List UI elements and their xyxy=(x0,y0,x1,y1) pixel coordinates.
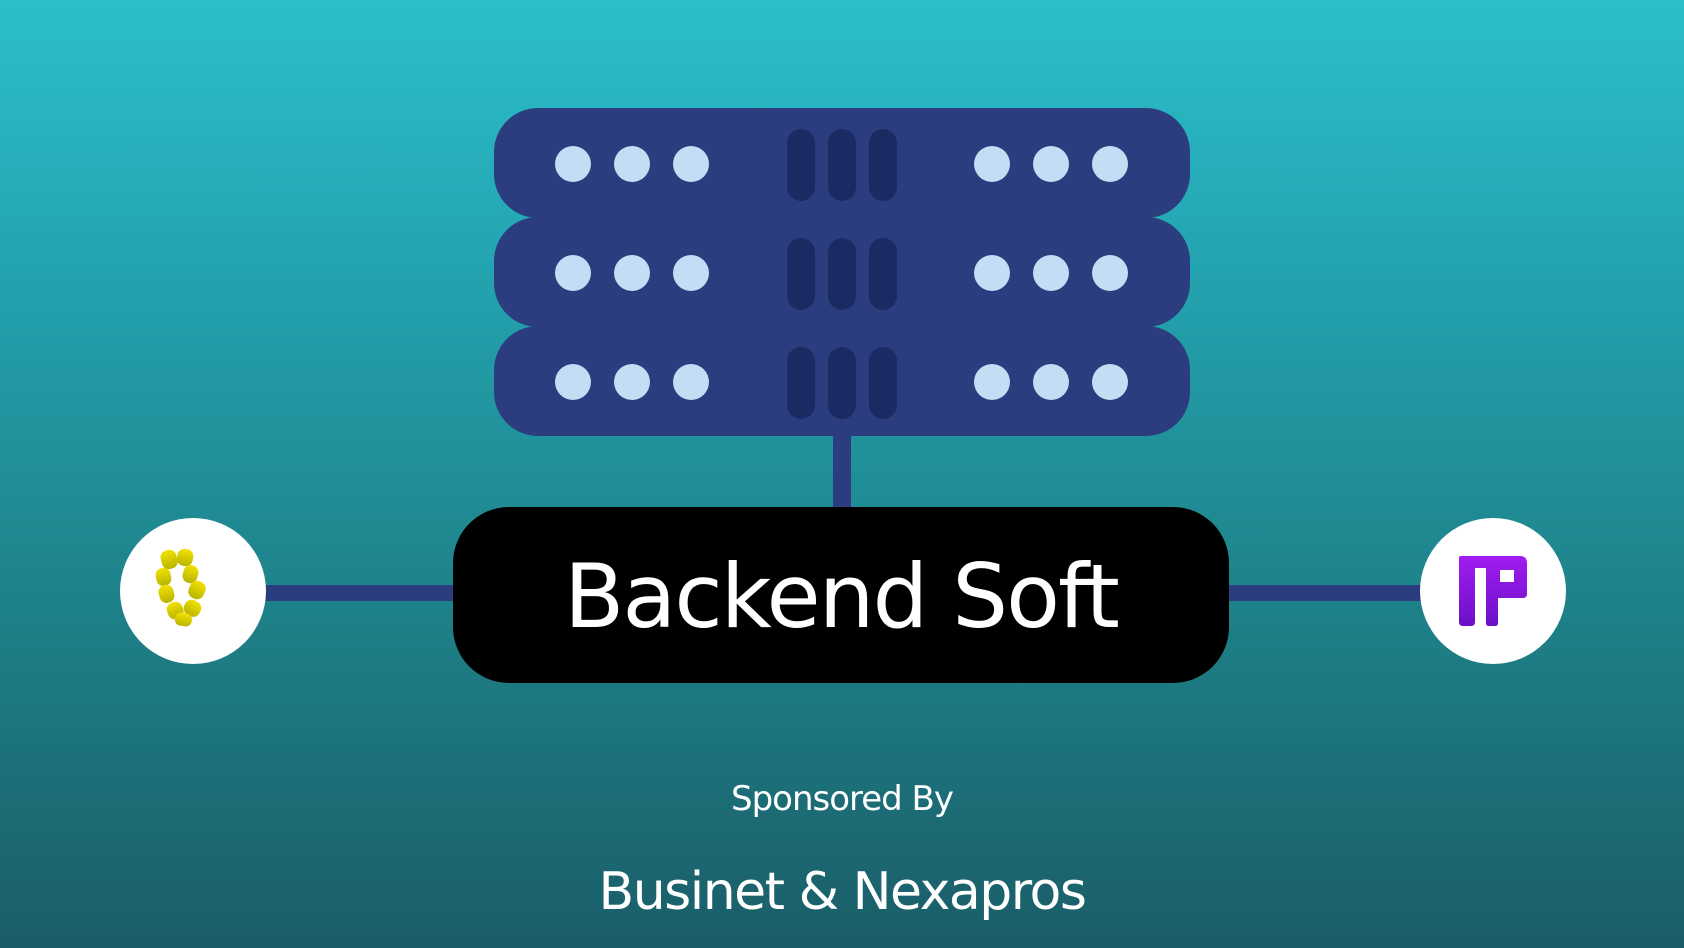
sponsor-label: Sponsored By xyxy=(730,779,954,819)
server-led xyxy=(974,364,1010,400)
server-led xyxy=(555,255,591,291)
server-slot xyxy=(787,129,815,201)
server-led xyxy=(555,364,591,400)
server-led xyxy=(555,146,591,182)
server-led xyxy=(1092,364,1128,400)
server-slot xyxy=(869,129,897,201)
server-led xyxy=(673,255,709,291)
title-box: Backend Soft xyxy=(453,507,1229,683)
page-title: Backend Soft xyxy=(564,545,1120,648)
businet-logo-icon xyxy=(155,548,206,627)
vertical-connector-line xyxy=(833,430,851,510)
server-slot xyxy=(828,238,856,310)
server-led xyxy=(1092,255,1128,291)
right-connector-line xyxy=(1226,585,1424,601)
sponsor-names: Businet & Nexapros xyxy=(598,862,1087,922)
left-connector-line xyxy=(262,585,457,601)
server-slot xyxy=(869,347,897,419)
server-slot xyxy=(869,238,897,310)
server-led xyxy=(974,255,1010,291)
server-led xyxy=(974,146,1010,182)
server-led xyxy=(614,364,650,400)
server-led xyxy=(1033,146,1069,182)
server-led xyxy=(1092,146,1128,182)
server-led xyxy=(673,146,709,182)
right-partner-badge xyxy=(1420,518,1566,664)
server-led xyxy=(614,146,650,182)
left-partner-badge xyxy=(120,518,266,664)
server-led xyxy=(1033,255,1069,291)
server-led xyxy=(673,364,709,400)
nexapros-logo-icon xyxy=(1459,556,1527,626)
server-led xyxy=(614,255,650,291)
server-slot xyxy=(828,129,856,201)
server-slot xyxy=(787,347,815,419)
server-slot xyxy=(787,238,815,310)
server-led xyxy=(1033,364,1069,400)
server-slot xyxy=(828,347,856,419)
